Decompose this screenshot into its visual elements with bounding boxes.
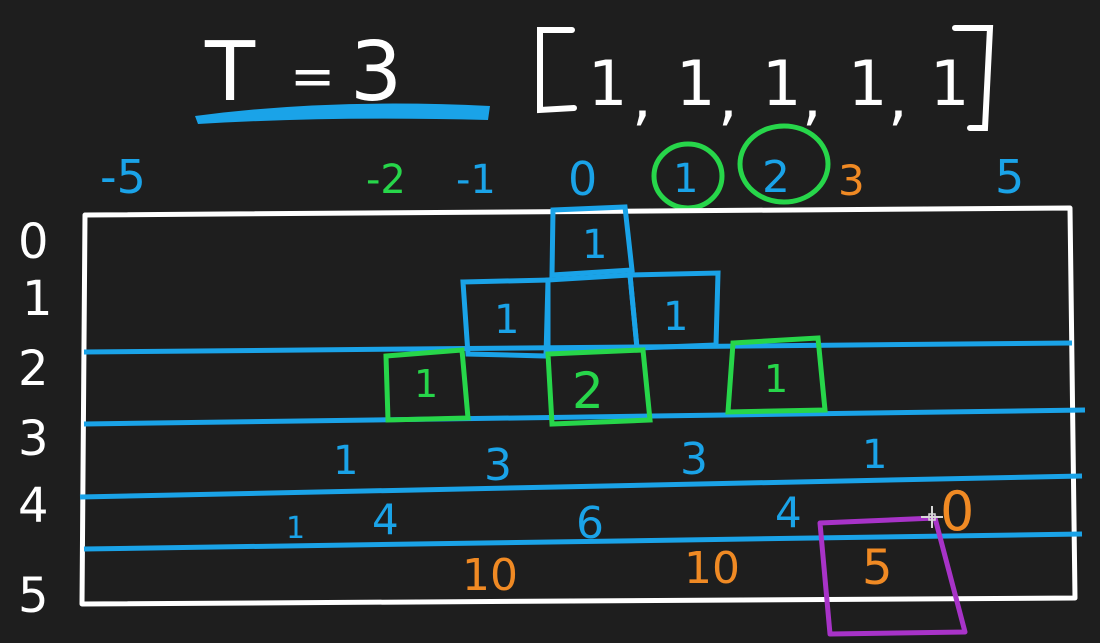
cell-value: 2 (572, 362, 604, 420)
column-label: -2 (366, 157, 406, 203)
array-comma: , (802, 60, 822, 133)
cell-value: 4 (372, 495, 399, 544)
row-line (83, 531, 1083, 552)
cell-value: 3 (484, 440, 512, 491)
array-comma: , (718, 60, 738, 133)
array-value: 1 (588, 47, 627, 120)
crosshair-cursor-icon (921, 506, 943, 528)
column-circle (651, 141, 725, 211)
cell-value: 10 (684, 543, 740, 594)
cell-value: 1 (862, 432, 887, 478)
cell-value: 0 (940, 480, 974, 543)
cell-value: 1 (494, 297, 519, 343)
array-value: 1 (762, 47, 801, 120)
cell-box (627, 270, 721, 351)
array-comma: , (888, 60, 908, 133)
row-line (83, 407, 1086, 427)
row-label: 0 (18, 214, 49, 270)
column-label: -1 (456, 157, 496, 203)
cell-value: 4 (775, 488, 802, 537)
array-bracket-open (537, 27, 577, 114)
column-label: -5 (100, 150, 146, 204)
cell-box (725, 335, 828, 415)
cell-value: 1 (286, 511, 305, 546)
cell-value: 5 (862, 540, 893, 596)
highlight-box (817, 515, 968, 637)
t-equals: = (290, 45, 335, 108)
array-value: 1 (848, 47, 887, 120)
grid-frame (79, 205, 1078, 607)
cell-box (383, 347, 471, 423)
t-label: T (204, 25, 256, 120)
cell-value: 1 (663, 294, 688, 340)
array-value: 1 (930, 47, 969, 120)
row-label: 3 (18, 411, 49, 467)
array-value: 1 (676, 47, 715, 120)
cell-value: 1 (333, 438, 358, 484)
row-label: 5 (18, 568, 49, 624)
column-circle (737, 123, 831, 205)
row-label: 2 (18, 341, 49, 397)
cell-value: 1 (764, 357, 788, 401)
row-label: 4 (18, 478, 49, 534)
cell-value: 6 (576, 498, 604, 549)
column-label: 5 (995, 150, 1024, 204)
row-line (83, 340, 1073, 355)
cell-value: 1 (582, 222, 607, 268)
cell-box (545, 347, 653, 427)
array-comma: , (632, 60, 652, 133)
column-label: 3 (838, 156, 865, 205)
cell-value: 1 (414, 362, 438, 406)
cell-box (549, 204, 635, 278)
column-label: 1 (673, 156, 698, 202)
column-label: 2 (762, 152, 790, 203)
cell-box (545, 272, 640, 355)
row-line (79, 473, 1083, 500)
cell-value: 10 (462, 550, 518, 601)
t-underline (195, 103, 490, 124)
column-label: 0 (568, 152, 597, 206)
cell-value: 3 (680, 434, 708, 485)
array-bracket-close (952, 25, 994, 131)
row-label: 1 (22, 271, 53, 327)
